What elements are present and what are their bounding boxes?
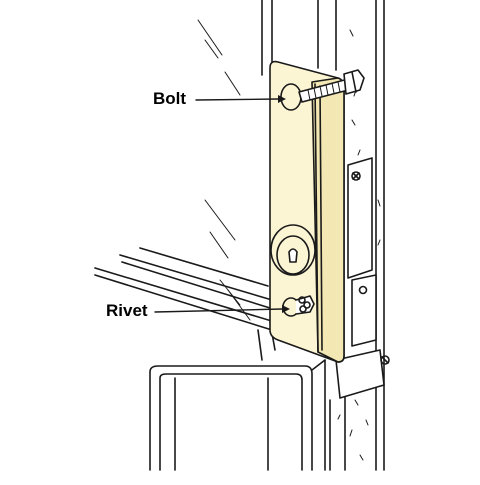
door-frame bbox=[94, 247, 276, 361]
callout-leaders bbox=[154, 98, 283, 313]
bolt-label: Bolt bbox=[153, 89, 187, 108]
door bbox=[149, 359, 326, 471]
rivet bbox=[282, 295, 315, 317]
glass-reflections bbox=[197, 19, 251, 321]
strike-plate bbox=[335, 157, 390, 399]
rivet-label: Rivet bbox=[106, 301, 148, 320]
lock-cylinder bbox=[270, 224, 316, 276]
rivet-arrowhead bbox=[282, 305, 290, 313]
door-jamb bbox=[261, 0, 385, 471]
bolt-arrowhead bbox=[278, 95, 286, 103]
latch-guard-plate bbox=[269, 60, 345, 363]
